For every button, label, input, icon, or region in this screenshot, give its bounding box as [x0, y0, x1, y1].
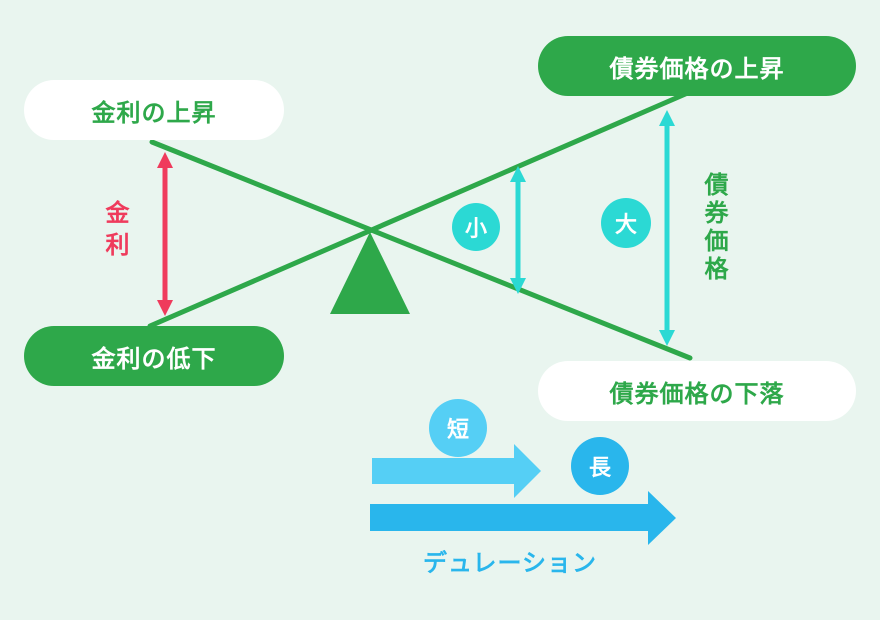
seesaw-line-rate-rise: [149, 139, 693, 361]
small-badge: 小: [452, 203, 500, 251]
rate-rise-label: 金利の上昇: [24, 80, 284, 140]
large-badge: 大: [601, 198, 651, 248]
short-duration-arrow: [372, 444, 541, 498]
long-duration-arrow: [370, 491, 676, 545]
seesaw-line-rate-fall: [147, 89, 693, 329]
price-fall-label: 債券価格の下落: [538, 361, 856, 421]
rate-fall-label: 金利の低下: [24, 326, 284, 386]
fulcrum-triangle: [330, 232, 410, 314]
rate-axis-label: 金利: [100, 200, 130, 264]
rate-axis-text: 金利: [101, 200, 129, 264]
price-axis-label: 債券価格: [697, 172, 731, 284]
long-badge: 長: [571, 437, 629, 495]
short-badge: 短: [429, 399, 487, 457]
price-rise-label: 債券価格の上昇: [538, 36, 856, 96]
duration-label: デュレーション: [422, 549, 598, 577]
price-axis-text: 債券価格: [700, 172, 728, 284]
